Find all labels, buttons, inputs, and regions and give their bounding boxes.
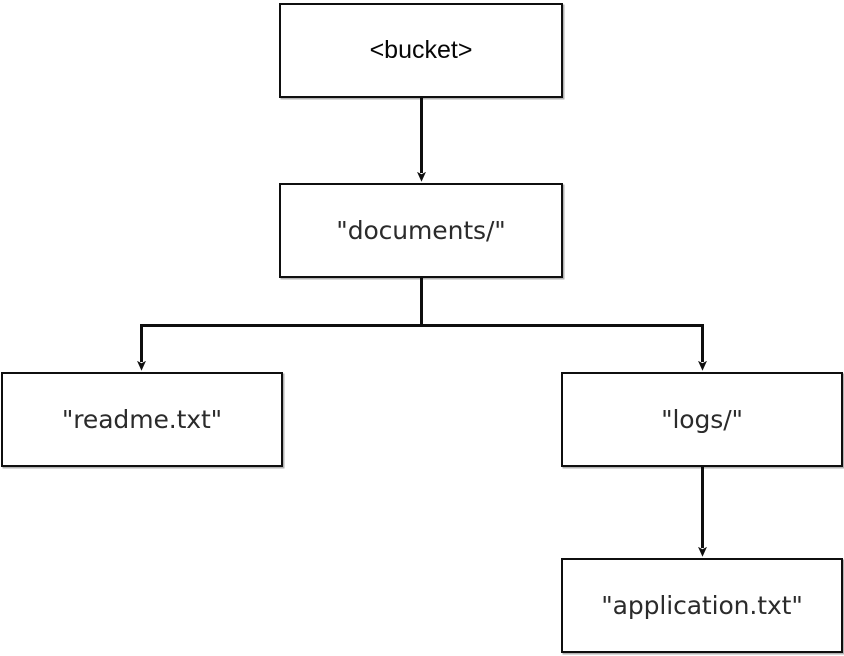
edge-documents-to-readme	[137, 278, 423, 371]
node-application-txt-label: "application.txt"	[601, 591, 803, 620]
node-bucket[interactable]: <bucket>	[279, 3, 563, 98]
node-application-txt[interactable]: "application.txt"	[561, 558, 843, 653]
node-logs[interactable]: "logs/"	[561, 372, 843, 467]
node-bucket-label: <bucket>	[369, 36, 473, 64]
node-logs-label: "logs/"	[661, 405, 743, 434]
node-readme-txt[interactable]: "readme.txt"	[1, 372, 283, 467]
node-readme-txt-label: "readme.txt"	[61, 405, 223, 434]
edge-documents-to-logs	[420, 278, 707, 371]
node-documents[interactable]: "documents/"	[279, 183, 563, 278]
node-documents-label: "documents/"	[336, 216, 506, 245]
